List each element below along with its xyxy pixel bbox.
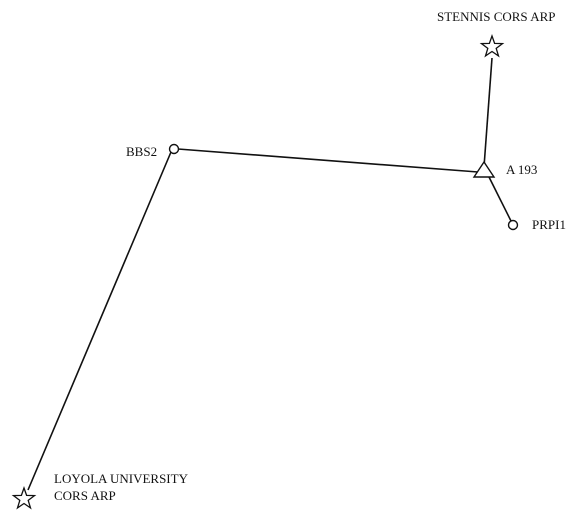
- bbs2-circle-icon: [168, 143, 180, 155]
- loyola-label-line2: CORS ARP: [54, 488, 116, 503]
- loyola-star-icon: [11, 486, 37, 510]
- line-a193-prpi1: [488, 176, 512, 222]
- stennis-label: STENNIS CORS ARP: [437, 9, 556, 24]
- loyola-label-line1: LOYOLA UNIVERSITY: [54, 471, 188, 486]
- a193-label: A 193: [506, 162, 538, 177]
- bbs2-label: BBS2: [126, 144, 158, 159]
- line-bbs2-loyola: [27, 151, 172, 491]
- line-bbs2-a193: [177, 148, 479, 173]
- prpi1-label: PRPI1: [532, 217, 566, 232]
- line-stennis-a193: [483, 57, 493, 168]
- stennis-star-icon: [479, 34, 505, 58]
- a193-triangle-icon: [472, 160, 496, 178]
- prpi1-circle-icon: [507, 219, 519, 231]
